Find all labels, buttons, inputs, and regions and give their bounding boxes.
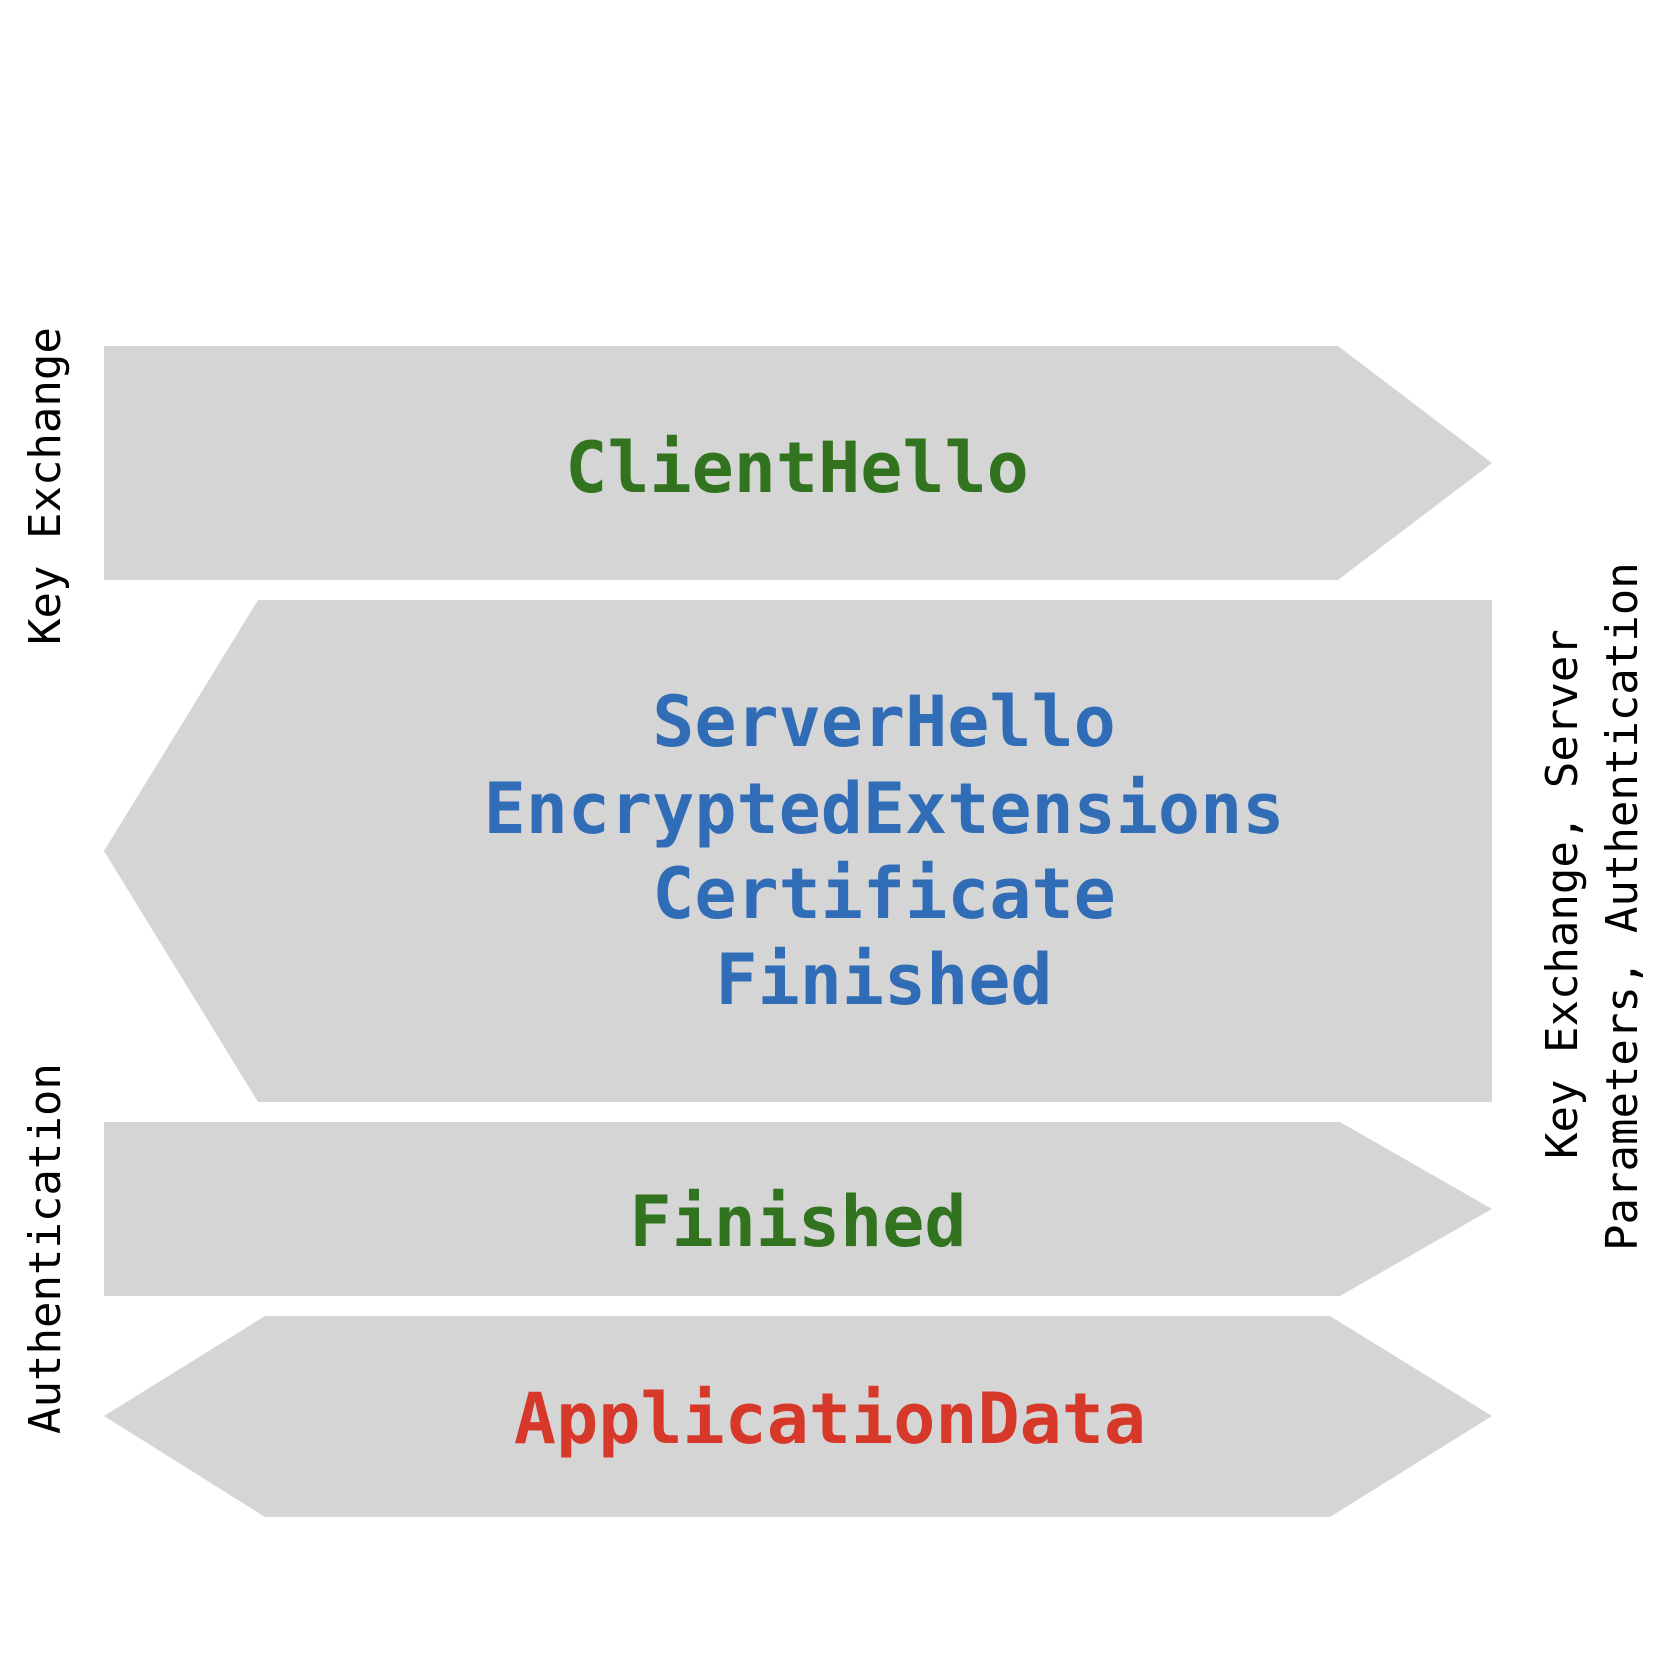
left-label-authentication: Authentication [20, 1063, 71, 1434]
right-label-line1: Key Exchange, Server [1537, 629, 1588, 1159]
left-label-key-exchange: Key Exchange [20, 327, 71, 645]
application-data-label: ApplicationData [514, 1378, 1146, 1460]
client-hello-arrow [104, 346, 1492, 580]
application-data-arrow [104, 1316, 1492, 1517]
client-hello-label: ClientHello [565, 427, 1029, 509]
server-flight-arrow [104, 600, 1492, 1102]
certificate-label: Certificate [652, 853, 1116, 935]
client-finished-label: Finished [629, 1181, 966, 1263]
encrypted-extensions-label: EncryptedExtensions [484, 768, 1285, 850]
right-label-line2: Parameters, Authentication [1597, 562, 1648, 1251]
server-hello-label: ServerHello [652, 681, 1116, 763]
client-finished-arrow [104, 1122, 1492, 1296]
server-finished-label: Finished [715, 939, 1052, 1021]
